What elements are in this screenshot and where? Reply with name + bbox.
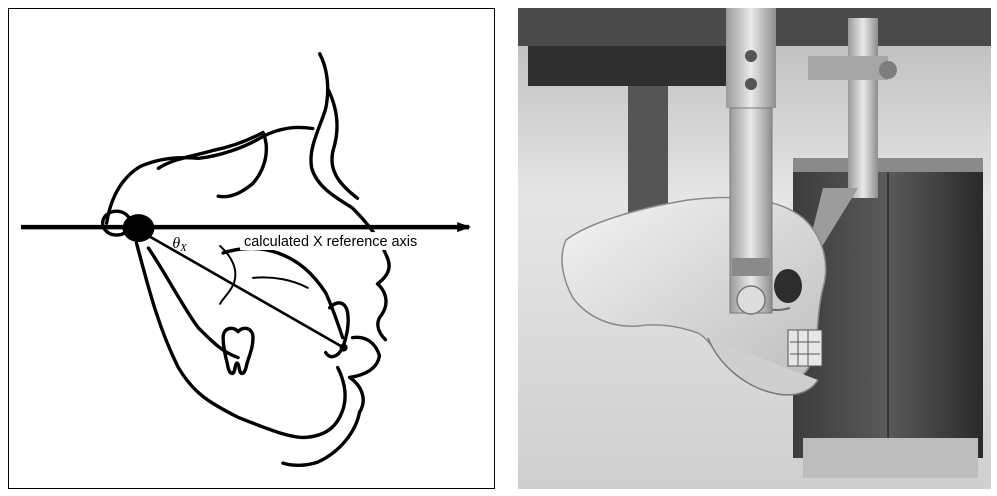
maxilla-contour bbox=[223, 248, 343, 337]
support-column bbox=[628, 86, 668, 216]
crossbar bbox=[808, 56, 888, 80]
orbit bbox=[774, 269, 802, 303]
lips-contour bbox=[350, 337, 380, 412]
mandible-contour bbox=[136, 243, 345, 437]
cranial-base-contour bbox=[107, 127, 313, 223]
teeth bbox=[788, 330, 822, 366]
holder-screw-1 bbox=[745, 50, 757, 62]
holder-screw-2 bbox=[745, 78, 757, 90]
frontal-nasal-contour bbox=[311, 54, 389, 340]
detector-base-bar bbox=[803, 438, 978, 478]
skull-cephalostat-photo bbox=[518, 8, 991, 489]
detector-top-edge bbox=[793, 158, 983, 172]
palate-contour bbox=[253, 277, 308, 287]
mount-block bbox=[528, 46, 728, 86]
ear-rod-band bbox=[732, 258, 770, 276]
photo-illustration bbox=[518, 8, 991, 489]
axis-label: calculated X reference axis bbox=[244, 234, 417, 250]
cephalometric-tracing-panel: θX calculated X reference axis bbox=[8, 8, 495, 489]
chin-soft-tissue-contour bbox=[283, 412, 360, 465]
inner-profile-contour bbox=[328, 89, 358, 199]
ear-rod-tip bbox=[737, 286, 765, 314]
zygoma-contour bbox=[220, 246, 235, 304]
adjust-knob bbox=[879, 61, 897, 79]
ear-rod-arm-near bbox=[730, 108, 772, 313]
ear-rod-arm-far bbox=[848, 18, 878, 198]
angle-theta-label: θX bbox=[172, 235, 188, 254]
cephalometric-tracing-figure: θX calculated X reference axis bbox=[9, 9, 494, 488]
